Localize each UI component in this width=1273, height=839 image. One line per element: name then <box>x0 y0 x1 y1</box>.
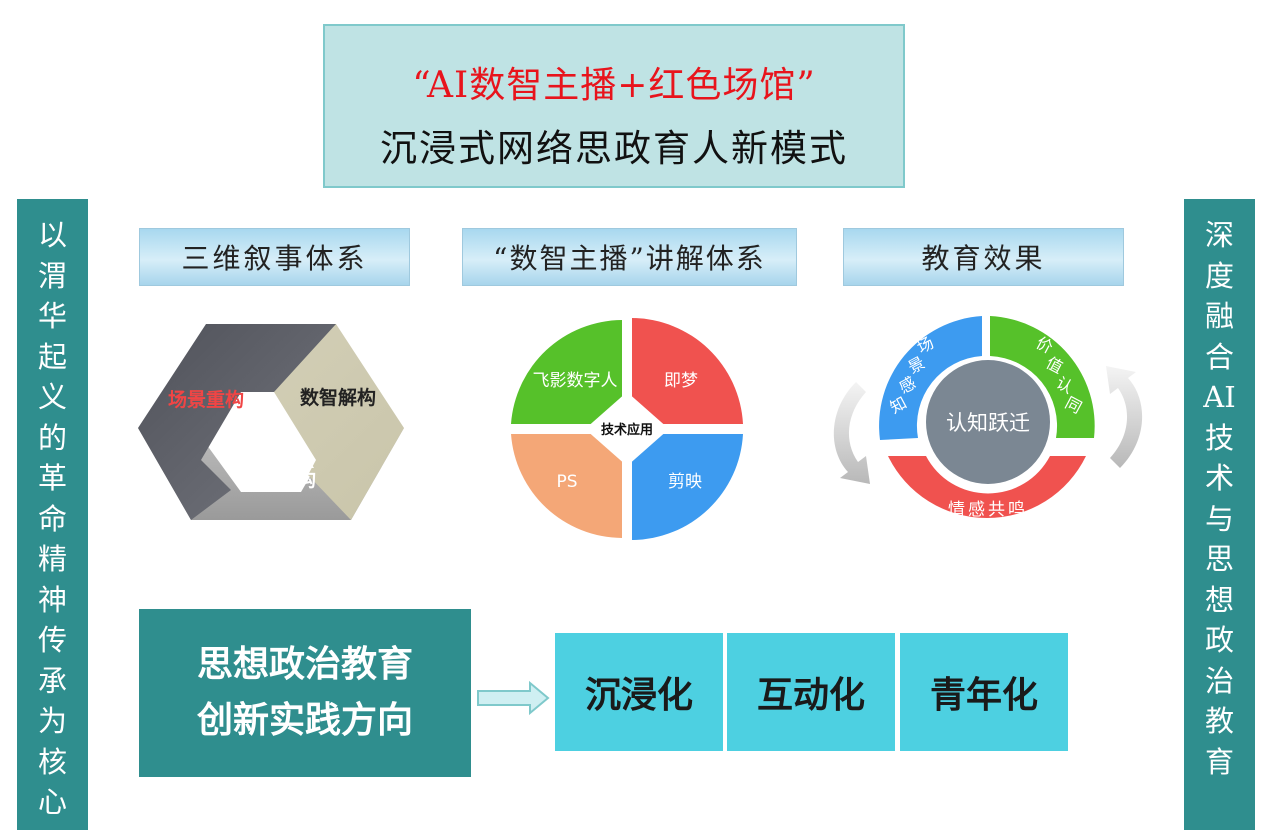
left-banner-char: 渭 <box>37 258 67 293</box>
top-left-label: 飞影数字人 <box>533 371 618 391</box>
center-triangle <box>234 400 314 468</box>
right-curved-arrow <box>1106 366 1143 468</box>
left-banner-char: 精 <box>37 542 67 576</box>
left-banner-char: 承 <box>37 663 67 698</box>
svg-text:感: 感 <box>896 373 919 397</box>
blue-arc <box>879 316 982 440</box>
center-circle <box>926 360 1050 484</box>
bottom-left-label: PS <box>556 472 577 492</box>
practice-box: 思想政治教育 创新实践方向 <box>139 609 471 777</box>
right-banner-char: 深 <box>1204 218 1234 252</box>
left-banner-char: 以 <box>37 218 67 252</box>
effect-header: 教育效果 <box>843 228 1124 286</box>
left-banner-char: 传 <box>37 623 67 657</box>
svg-text:知: 知 <box>887 393 910 417</box>
top-right-quadrant <box>632 318 743 424</box>
center-label: 技术应用 <box>601 422 653 438</box>
right-banner-char: 思 <box>1204 542 1234 576</box>
right-banner-char: 度 <box>1204 258 1234 293</box>
center-diamond <box>585 392 669 466</box>
right-banner-char: 育 <box>1204 744 1234 779</box>
right-banner-char: 技 <box>1204 420 1234 455</box>
center-label: 认知跃迁 <box>946 411 1030 435</box>
tile-youth: 青年化 <box>900 633 1068 751</box>
title-line-2: 沉浸式网络思政育人新模式 <box>380 127 848 170</box>
svg-text:值: 值 <box>1043 353 1066 377</box>
scene-label: 场景重构 <box>168 388 244 411</box>
blue-arc-text: 场 景 感 知 <box>887 333 937 417</box>
right-banner-char: 政 <box>1204 623 1234 657</box>
left-curved-arrow <box>833 382 870 484</box>
effect-ring: 认知跃迁 场 景 感 知 价 值 认 同 情感共鸣 <box>833 316 1143 520</box>
tile-immersive: 沉浸化 <box>555 633 723 751</box>
left-banner-char: 华 <box>37 299 67 333</box>
tile-interactive: 互动化 <box>727 633 895 751</box>
value-label: 价值建构 <box>240 468 316 491</box>
narrative-header: 三维叙事体系 <box>139 228 410 286</box>
top-right-label: 即梦 <box>664 371 698 391</box>
anchor-quadrant: 技术应用 飞影数字人 即梦 PS 剪映 <box>511 318 743 540</box>
anchor-header: “数智主播”讲解体系 <box>462 228 797 286</box>
right-banner-char: 治 <box>1204 663 1234 698</box>
bottom-right-quadrant <box>632 434 743 540</box>
left-banner: 以渭华起义的革命精神传承为核心 <box>17 199 88 830</box>
title-line-1: “AI数智主播+红色场馆” <box>412 65 816 106</box>
title-box: “AI数智主播+红色场馆” 沉浸式网络思政育人新模式 <box>323 24 905 188</box>
right-banner-char: AI <box>1203 380 1236 414</box>
left-banner-char: 神 <box>37 582 67 617</box>
left-banner-char: 革 <box>37 461 67 495</box>
right-arrow-icon <box>477 680 550 716</box>
right-banner-char: 想 <box>1204 582 1234 617</box>
svg-text:价: 价 <box>1033 333 1056 357</box>
red-arc-label: 情感共鸣 <box>948 500 1028 520</box>
right-banner-char: 与 <box>1204 501 1234 536</box>
bottom-left-quadrant <box>511 434 622 538</box>
right-banner-char: 融 <box>1204 299 1234 333</box>
narrative-hexagon: 场景重构 数智解构 价值建构 <box>138 324 404 520</box>
left-banner-char: 为 <box>37 704 67 738</box>
data-label: 数智解构 <box>300 386 376 409</box>
left-banner-char: 核 <box>37 744 67 779</box>
svg-text:同: 同 <box>1062 393 1085 417</box>
right-banner-char: 合 <box>1204 339 1234 374</box>
svg-text:场: 场 <box>914 333 937 357</box>
left-banner-char: 义 <box>37 380 67 414</box>
right-banner-char: 术 <box>1204 461 1234 495</box>
left-banner-char: 命 <box>37 501 67 536</box>
green-arc <box>990 316 1095 438</box>
left-banner-char: 起 <box>37 339 67 374</box>
right-banner: 深度融合 AI 技术与思想政治教育 <box>1184 199 1255 830</box>
scene-segment <box>138 324 336 520</box>
right-banner-char: 教 <box>1204 704 1234 738</box>
top-left-quadrant <box>511 320 622 424</box>
left-banner-char: 的 <box>37 420 67 455</box>
green-arc-text: 价 值 认 同 <box>1033 333 1085 417</box>
practice-line-2: 创新实践方向 <box>196 700 413 741</box>
red-arc <box>888 456 1086 519</box>
svg-text:认: 认 <box>1053 373 1076 397</box>
bottom-right-label: 剪映 <box>668 472 702 492</box>
svg-text:景: 景 <box>905 353 928 377</box>
left-banner-char: 心 <box>37 785 67 819</box>
practice-line-1: 思想政治教育 <box>196 644 413 685</box>
